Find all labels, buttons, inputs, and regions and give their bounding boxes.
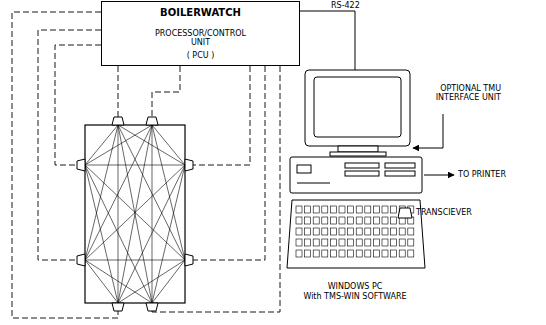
node-text: PROCESSOR/CONTROL UNIT bbox=[147, 29, 255, 47]
callout-label: TO PRINTER bbox=[458, 170, 538, 179]
link-label: RS-422 bbox=[330, 1, 361, 10]
node-text: ( PCU ) bbox=[187, 51, 215, 60]
legend-text: TRANSCIEVER bbox=[416, 208, 472, 217]
node-heading: BOILERWATCH bbox=[160, 7, 241, 19]
node-heading: WINDOWS PC bbox=[328, 282, 383, 291]
node-text: With TMS-WIN SOFTWARE bbox=[303, 292, 406, 301]
computer-illustration bbox=[287, 70, 425, 268]
serial-link bbox=[300, 11, 355, 70]
computer-node: WINDOWS PCWith TMS-WIN SOFTWARE bbox=[285, 68, 425, 303]
legend-sample bbox=[398, 208, 412, 218]
control-unit-box: BOILERWATCH PROCESSOR/CONTROL UNIT ( PCU ) bbox=[101, 1, 300, 66]
acoustic-paths bbox=[85, 125, 185, 303]
callout-label: OPTIONAL TMU INTERFACE UNIT bbox=[425, 84, 501, 102]
leader-lines bbox=[413, 114, 454, 175]
transceivers bbox=[77, 117, 193, 311]
boiler-outline bbox=[85, 125, 185, 303]
